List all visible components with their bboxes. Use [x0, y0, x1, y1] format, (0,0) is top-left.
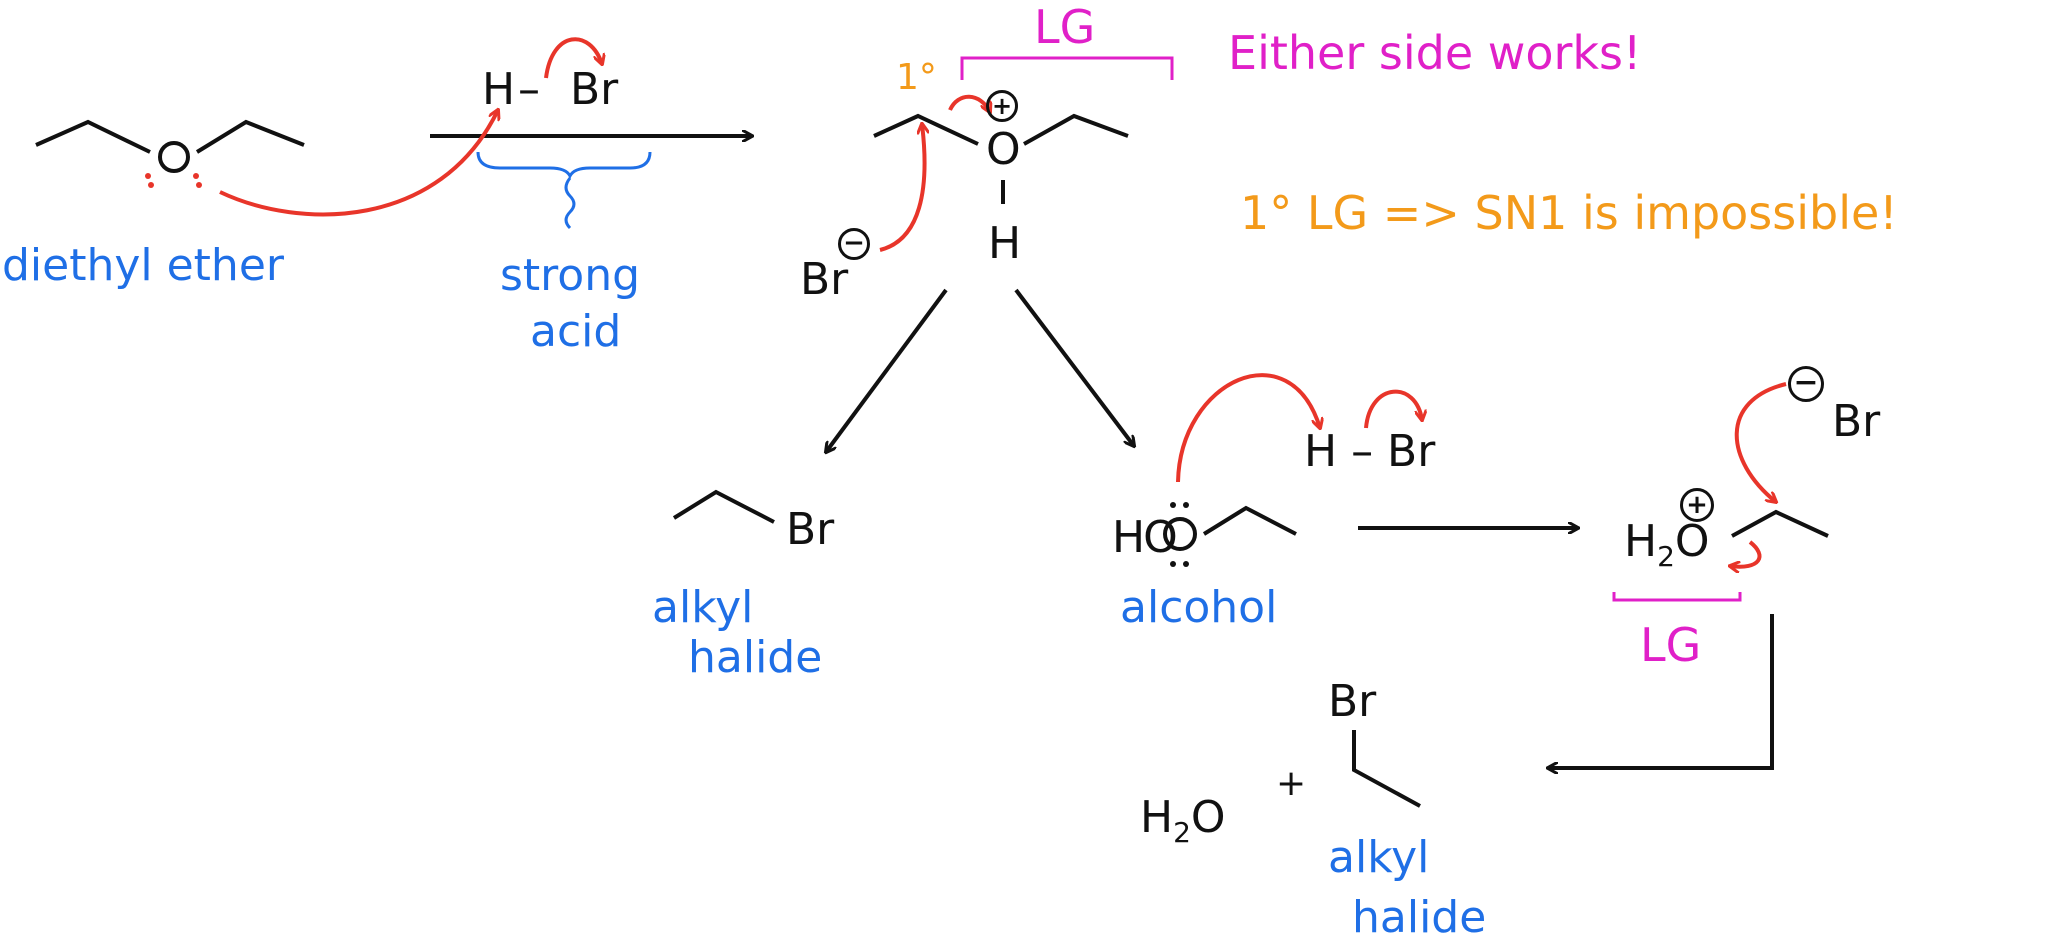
red-arrow-hbr-bond: [1364, 389, 1422, 429]
oxonium2-h2o: H2O: [1624, 520, 1710, 571]
oxonium2-sub: 2: [1657, 540, 1675, 573]
negative-charge-icon-2: −: [1788, 366, 1824, 402]
oxonium2-h: H: [1624, 516, 1658, 567]
label-diethyl-ether: diethyl ether: [2, 240, 284, 291]
strong-acid-brace: [476, 151, 652, 180]
branch-arrow-right: [1014, 288, 1134, 446]
label-strong: strong: [500, 250, 641, 301]
primary-carbon-mark: 1°: [896, 57, 937, 98]
label-alkyl-1: alkyl: [652, 582, 754, 633]
branch-arrow-left: [826, 288, 948, 452]
ethanol-oxygen: [1163, 517, 1197, 551]
hbr-top-h: H: [482, 64, 516, 115]
bromoethane-bonds-2: [1352, 730, 1421, 808]
bromoethane-br-2: Br: [1328, 676, 1377, 727]
red-arrow-br-attack: [879, 124, 925, 252]
positive-charge-icon-2: +: [1680, 488, 1714, 522]
elbow-arrow: [1548, 614, 1774, 768]
lg-bracket-top: [960, 56, 1174, 80]
red-arrow-bond-to-o: [948, 94, 990, 112]
water-sub: 2: [1173, 816, 1191, 849]
ether-oxygen: [158, 141, 190, 173]
red-arrow-br2-attack: [1734, 382, 1787, 502]
red-arrow-bond-to-br: [544, 37, 602, 79]
label-alkyl-2: alkyl: [1328, 832, 1430, 883]
ether-bonds-left: [35, 119, 151, 154]
bromide-ion-2: Br: [1832, 396, 1881, 447]
red-arrow-o-to-h: [1176, 373, 1320, 483]
label-alcohol: alcohol: [1120, 582, 1278, 633]
oxonium-bonds-left: [873, 113, 979, 146]
oxonium-bonds-right: [1023, 113, 1129, 146]
red-arrow-ether-to-h: [219, 110, 498, 217]
bromide-ion-1: Br: [800, 254, 849, 305]
negative-charge-icon: −: [838, 228, 870, 260]
water-o: O: [1190, 792, 1226, 843]
bromoethane-bonds-1: [672, 489, 775, 524]
oxonium2-o: O: [1674, 516, 1710, 567]
plus-sign: +: [1276, 763, 1307, 804]
ethanol-lone-pairs: [1170, 502, 1189, 567]
oxonium-hydrogen: H: [988, 218, 1022, 269]
label-acid: acid: [530, 306, 622, 357]
oxonium2-bonds: [1731, 509, 1829, 538]
water-h: H: [1140, 792, 1174, 843]
label-halide-2: halide: [1352, 892, 1487, 943]
note-sn1-impossible: 1° LG => SN1 is impossible!: [1240, 186, 1898, 240]
ethanol-bonds: [1202, 505, 1297, 536]
water-product: H2O: [1140, 796, 1226, 847]
oxonium-oxygen: O: [986, 124, 1021, 175]
ethanol-h: HO: [1112, 512, 1178, 563]
ether-lone-pairs: [145, 173, 202, 188]
red-arrow-c-o-bond: [1730, 540, 1762, 567]
strong-acid-squiggle: [564, 177, 576, 230]
hbr-middle: H – Br: [1304, 426, 1436, 477]
hbr-top-br: Br: [570, 64, 619, 115]
ether-bonds-right: [195, 119, 305, 154]
label-lg-top: LG: [1034, 0, 1096, 54]
note-either-side: Either side works!: [1228, 26, 1642, 80]
label-lg-bottom: LG: [1640, 618, 1702, 672]
bromoethane-br-1: Br: [786, 504, 835, 555]
label-halide-1: halide: [688, 632, 823, 683]
hbr-top-dash: –: [518, 64, 540, 115]
positive-charge-icon: +: [986, 90, 1018, 122]
lg-bracket-bottom: [1612, 592, 1742, 602]
